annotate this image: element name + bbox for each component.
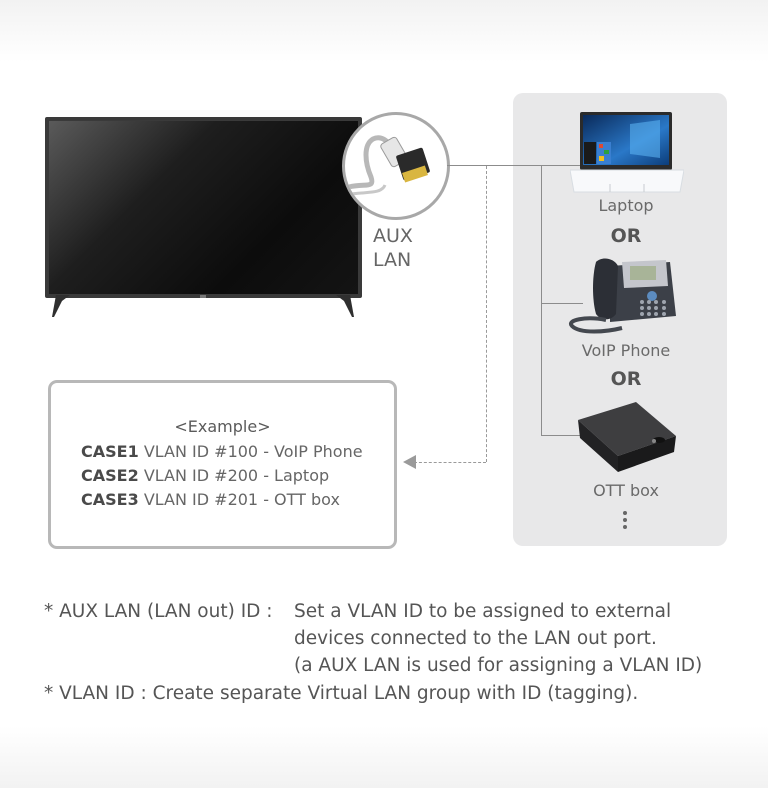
connection-line-main [447, 165, 580, 166]
more-devices-ellipsis [623, 511, 629, 532]
device-label-voip-phone: VoIP Phone [581, 341, 671, 360]
connection-line-ott [541, 435, 581, 436]
note-aux-lan-line2: devices connected to the LAN out port. [294, 628, 657, 649]
dashed-line-vertical [486, 166, 487, 462]
aux-label-line1: AUX [373, 225, 413, 247]
case-label: CASE2 [81, 466, 139, 485]
case-text: VLAN ID #201 - OTT box [143, 490, 340, 509]
voip-phone-icon [568, 258, 676, 334]
connection-line-phone [541, 303, 583, 304]
dot [623, 525, 627, 529]
case-label: CASE3 [81, 490, 139, 509]
or-separator-1: OR [610, 225, 642, 247]
note-vlan-id: * VLAN ID : Create separate Virtual LAN … [44, 683, 639, 704]
case-text: VLAN ID #200 - Laptop [143, 466, 330, 485]
aux-label-line2: LAN [373, 249, 412, 271]
tv-screen [49, 121, 358, 294]
example-box: <Example> CASE1 VLAN ID #100 - VoIP Phon… [48, 380, 397, 549]
note-aux-lan-line1: Set a VLAN ID to be assigned to external [294, 601, 672, 622]
connection-line-vertical [541, 165, 542, 436]
lan-cable-circle [342, 112, 450, 220]
case-text: VLAN ID #100 - VoIP Phone [143, 442, 363, 461]
ott-box-icon [578, 402, 676, 472]
or-separator-2: OR [610, 368, 642, 390]
laptop-icon [570, 112, 684, 193]
device-label-laptop: Laptop [598, 196, 654, 215]
ethernet-cable-icon [345, 135, 430, 197]
tv-image [45, 117, 362, 298]
tv-logo [200, 295, 206, 298]
example-case-2: CASE2 VLAN ID #200 - Laptop [81, 466, 329, 485]
note-aux-lan-line3: (a AUX LAN is used for assigning a VLAN … [294, 655, 703, 676]
dot [623, 518, 627, 522]
top-gradient-band [0, 0, 768, 62]
aux-lan-label: AUX LAN [373, 224, 413, 272]
example-case-3: CASE3 VLAN ID #201 - OTT box [81, 490, 340, 509]
bottom-gradient-band [0, 726, 768, 788]
dot [623, 511, 627, 515]
device-label-ott-box: OTT box [593, 481, 659, 500]
dashed-line-horizontal [414, 462, 486, 463]
example-title: <Example> [174, 417, 271, 436]
arrow-left-icon [403, 455, 416, 469]
note-aux-lan-term: * AUX LAN (LAN out) ID : [44, 601, 273, 622]
tv-leg-left [52, 295, 70, 317]
example-case-1: CASE1 VLAN ID #100 - VoIP Phone [81, 442, 363, 461]
case-label: CASE1 [81, 442, 139, 461]
tv-leg-right [336, 295, 354, 317]
